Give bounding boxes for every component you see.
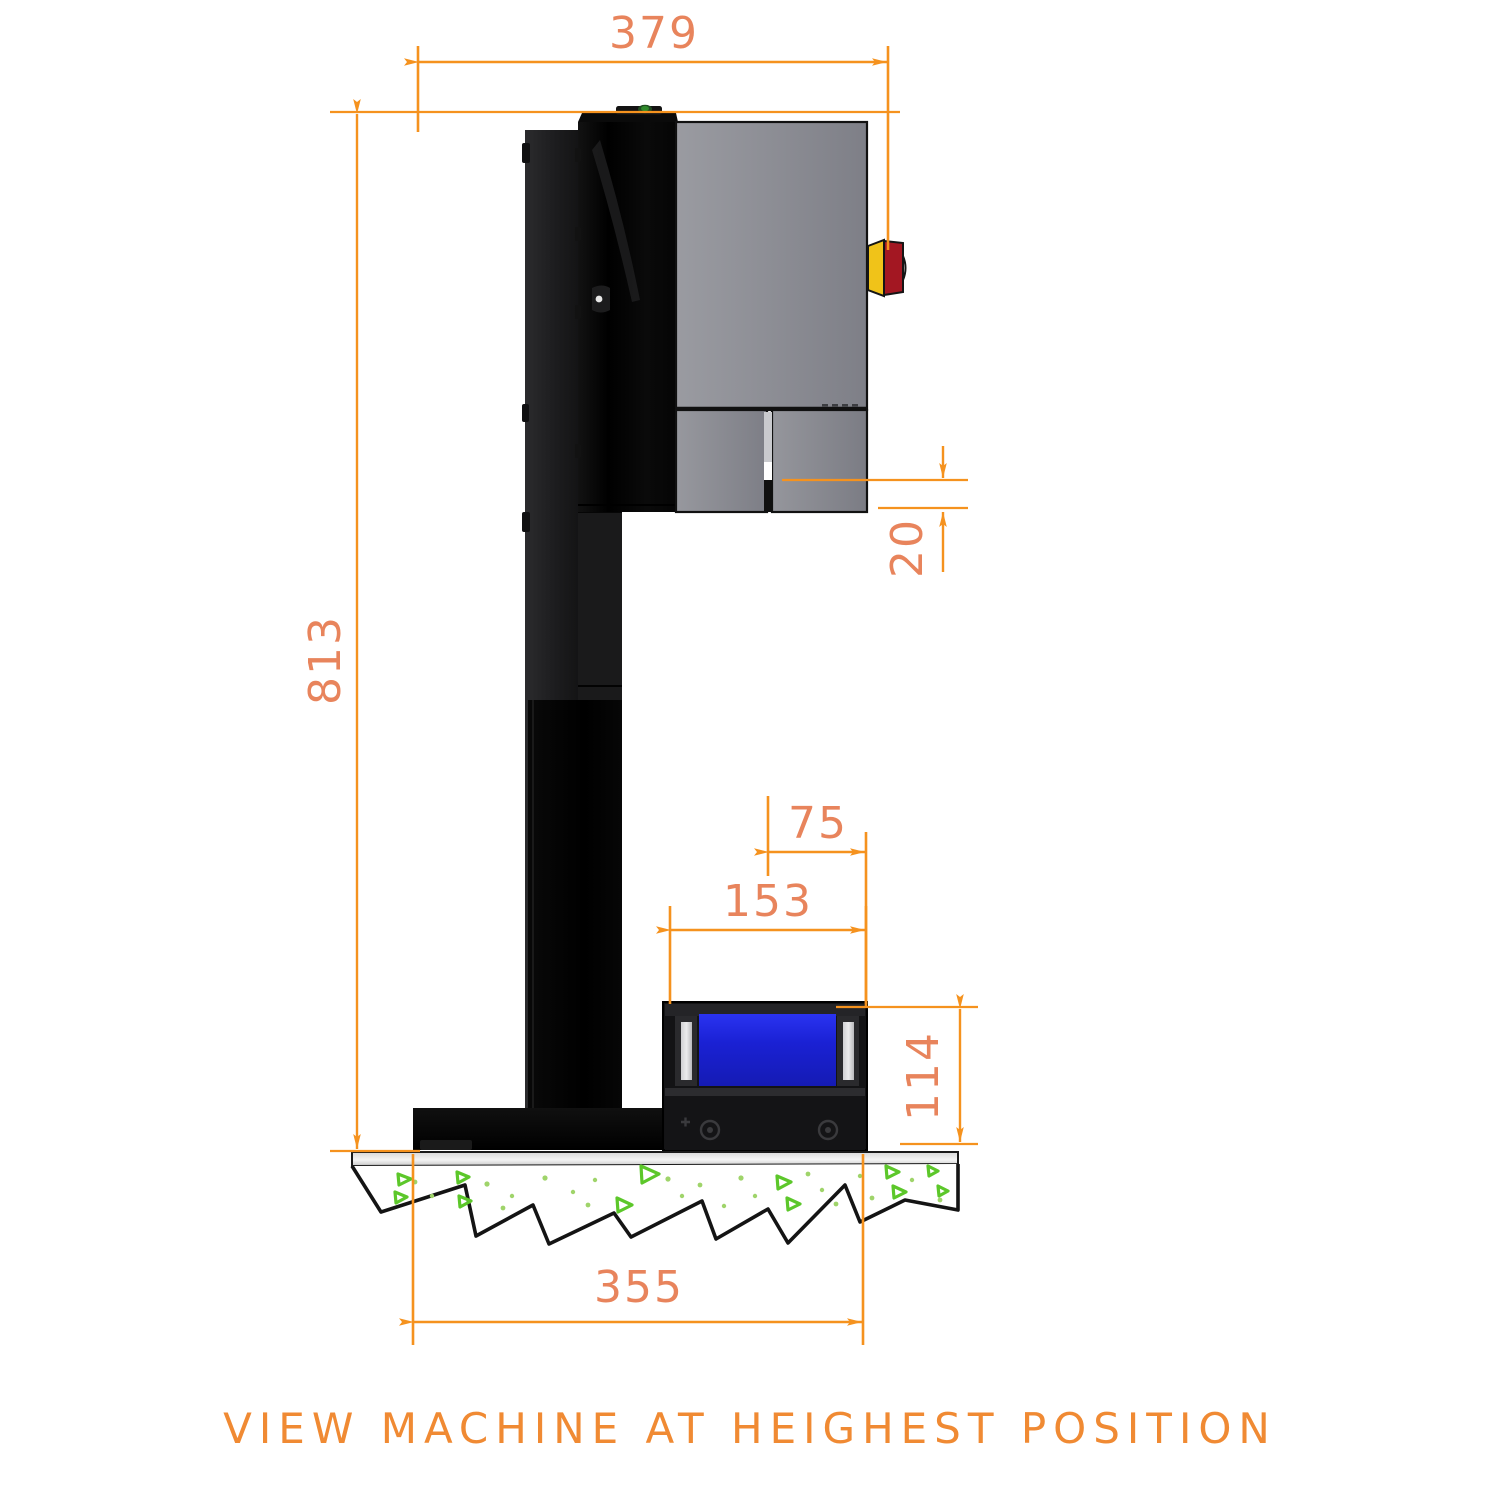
column-inner-extension (528, 700, 622, 1112)
head-top-cap (578, 113, 678, 122)
scanner-platen-blue (699, 1014, 836, 1086)
drawing-title: VIEW MACHINE AT HEIGHEST POSITION (223, 1404, 1277, 1453)
dimension-20 (782, 446, 968, 572)
head-fastener-2-icon (575, 227, 581, 241)
floor-surface-strip (351, 1151, 959, 1168)
scanner-mid-seam (665, 1088, 865, 1096)
column-bracket-mid-icon (522, 404, 529, 422)
control-body-upper-panel (674, 120, 869, 412)
scanner-top-bezel (665, 1004, 865, 1016)
dim-label-153: 153 (723, 876, 813, 927)
estop-button-edge-icon (902, 255, 907, 281)
scanner-rail-right-insert (843, 1022, 854, 1080)
estop-button-icon[interactable] (883, 239, 904, 297)
dim-label-75: 75 (788, 798, 848, 849)
estop-collar-icon[interactable] (867, 238, 885, 298)
dim-label-20: 20 (882, 518, 933, 578)
machine-head (575, 104, 678, 512)
scanner-screw-left-icon (699, 1119, 721, 1141)
head-lock-pin-icon (595, 295, 603, 303)
dim-label-813: 813 (300, 615, 351, 705)
control-body-slot-upper (764, 412, 772, 462)
dimension-355 (399, 1154, 865, 1345)
scanner-rail-left-insert (681, 1022, 692, 1080)
scanner-screw-left-core-icon (707, 1127, 713, 1133)
control-body-slot-window (764, 462, 772, 480)
column-bracket-top-icon (522, 143, 530, 163)
column-bracket-low-icon (522, 512, 530, 532)
dimension-813 (330, 99, 900, 1153)
emergency-stop[interactable] (867, 238, 907, 298)
control-body-vent-marks-icon (822, 404, 858, 407)
scanner-screw-right-core-icon (825, 1127, 831, 1133)
machine-assembly (350, 104, 960, 1246)
dimension-annotations (330, 46, 978, 1345)
dim-label-355: 355 (594, 1262, 684, 1313)
floor-break-line (350, 1164, 960, 1246)
dimension-114 (836, 994, 978, 1146)
concrete-hatch-marks-icon (393, 1164, 950, 1214)
head-fastener-4-icon (575, 444, 581, 458)
dimension-labels: 379 813 20 75 153 114 355 (300, 8, 949, 1313)
control-body (674, 120, 869, 514)
control-body-lower-left-panel (674, 408, 769, 514)
ground-section (350, 1151, 960, 1246)
dim-label-114: 114 (898, 1031, 949, 1121)
dim-label-379: 379 (609, 8, 699, 59)
head-gloss-highlight (592, 140, 640, 302)
control-body-slot-lower (764, 480, 772, 512)
scanner-screw-right-icon (817, 1119, 839, 1141)
head-fastener-1-icon (575, 148, 581, 162)
head-fastener-3-icon (575, 305, 581, 319)
dimension-153 (656, 906, 868, 1004)
head-housing (578, 122, 678, 512)
scanner-unit (662, 1001, 868, 1151)
base-plate-foot-left-icon (420, 1140, 472, 1150)
scanner-adjuster-icon (681, 1117, 690, 1127)
dimension-379 (404, 46, 890, 250)
status-led-glow-icon (641, 105, 649, 112)
control-body-lower-right-panel (770, 408, 869, 514)
